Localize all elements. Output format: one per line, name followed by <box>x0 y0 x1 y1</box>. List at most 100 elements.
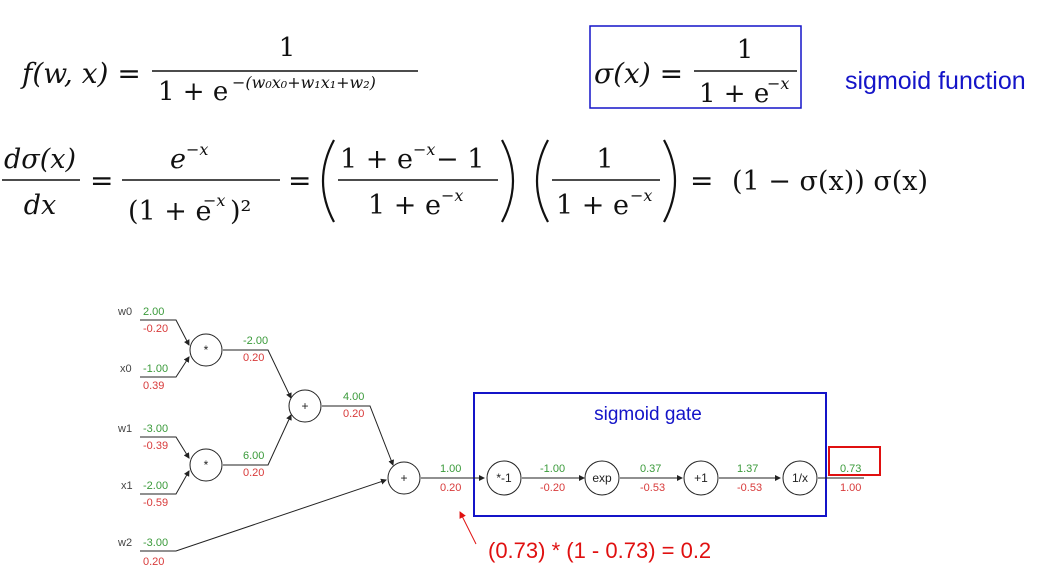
input-w1-value: -3.00 <box>143 423 168 435</box>
input-x0-name: x0 <box>120 363 132 375</box>
equation-f: f(w, x) = 1 1 + e −(w₀x₀+w₁x₁+w₂) <box>20 33 418 107</box>
input-x0-grad: 0.39 <box>143 380 164 392</box>
term1-numerator: e <box>170 144 186 175</box>
node-inv-circle <box>782 460 818 496</box>
term1-denominator-exponent: −x <box>203 191 225 210</box>
edge-add2-value: 1.00 <box>440 463 461 475</box>
sigma-numerator: 1 <box>737 35 754 65</box>
term2-numerator-exponent: −x <box>413 140 435 159</box>
node-inv: 1/x <box>782 460 818 496</box>
wire-x1 <box>140 470 190 495</box>
edge-plus1-grad: -0.53 <box>737 482 762 494</box>
term2-numerator-a: 1 + e <box>340 144 413 175</box>
node-add2-label: + <box>400 471 407 485</box>
sigmoid-function-label: sigmoid function <box>845 67 1026 95</box>
term3-denominator-exponent: −x <box>630 186 652 205</box>
input-w2-name: w2 <box>117 537 132 549</box>
equation-derivative: dσ(x) dx = e −x (1 + e −x )² = 1 + e −x … <box>2 139 928 227</box>
edge-mul1-grad: 0.20 <box>243 352 264 364</box>
sigmoid-gate-label: sigmoid gate <box>594 404 702 425</box>
sigma-highlight-box <box>589 25 802 109</box>
derivative-equals-1: = <box>90 164 113 197</box>
f-lhs: f(w, x) = <box>20 57 141 90</box>
derivative-equals-2: = <box>288 164 311 197</box>
edge-mul1-value: -2.00 <box>243 335 268 347</box>
term3-denominator: 1 + e <box>556 190 629 221</box>
graph-edge-labels: -2.00 0.20 6.00 0.20 4.00 0.20 1.00 0.20… <box>243 335 861 494</box>
edge-neg-value: -1.00 <box>540 463 565 475</box>
wire-w0 <box>140 319 190 346</box>
computational-graph: sigmoid gate <box>117 306 881 568</box>
term1-denominator: (1 + e <box>128 196 211 227</box>
node-add2-circle <box>387 461 421 495</box>
graph-nodes: * * + + *-1 exp <box>189 333 818 496</box>
term2-left-paren <box>321 139 335 223</box>
output-highlight-box <box>828 446 881 476</box>
edge-neg-grad: -0.20 <box>540 482 565 494</box>
edge-exp-value: 0.37 <box>640 463 661 475</box>
node-mul1: * <box>189 333 223 367</box>
node-plus1: +1 <box>683 460 719 496</box>
node-mul1-label: * <box>204 343 209 357</box>
edge-add2-grad: 0.20 <box>440 482 461 494</box>
input-x1-grad: -0.59 <box>143 497 168 509</box>
annotation-text: (0.73) * (1 - 0.73) = 0.2 <box>488 538 711 563</box>
edge-add1-value: 4.00 <box>343 391 364 403</box>
graph-wires <box>140 319 864 552</box>
node-add2: + <box>387 461 421 495</box>
node-exp-circle <box>584 460 620 496</box>
edge-exp-grad: -0.53 <box>640 482 665 494</box>
sigma-denominator-exponent: −x <box>767 74 789 93</box>
f-denominator-exponent: −(w₀x₀+w₁x₁+w₂) <box>232 73 376 92</box>
term1-denominator-close: )² <box>230 196 251 227</box>
input-x1-value: -2.00 <box>143 480 168 492</box>
derivative-lhs-numerator: dσ(x) <box>4 144 76 175</box>
node-neg-label: *-1 <box>496 471 512 485</box>
term2-numerator-b: − 1 <box>436 144 484 175</box>
edge-add1-grad: 0.20 <box>343 408 364 420</box>
node-plus1-label: +1 <box>694 471 708 485</box>
input-w2-value: -3.00 <box>143 537 168 549</box>
f-denominator-base: 1 + e <box>158 77 228 107</box>
input-w0-value: 2.00 <box>143 306 164 318</box>
term3-numerator: 1 <box>596 144 613 175</box>
node-exp-label: exp <box>592 471 612 485</box>
equation-sigma: σ(x) = 1 1 + e −x sigmoid function <box>589 25 1026 109</box>
term2-denominator: 1 + e <box>368 190 441 221</box>
edge-mul2-grad: 0.20 <box>243 467 264 479</box>
edge-output-value: 0.73 <box>840 463 861 475</box>
node-neg: *-1 <box>486 460 522 496</box>
sigma-lhs: σ(x) = <box>594 57 683 90</box>
node-mul2-circle <box>189 448 223 482</box>
wire-x0 <box>140 356 190 378</box>
term3-right-paren <box>663 139 677 223</box>
node-add1: + <box>288 389 322 423</box>
node-plus1-circle <box>683 460 719 496</box>
derivative-result: (1 − σ(x)) σ(x) <box>732 166 928 197</box>
wire-mul2-out <box>223 414 292 466</box>
sigma-denominator-base: 1 + e <box>699 79 769 109</box>
term2-denominator-exponent: −x <box>441 186 463 205</box>
input-w1-name: w1 <box>117 423 132 435</box>
wire-w1 <box>140 436 190 459</box>
node-mul2: * <box>189 448 223 482</box>
node-mul1-circle <box>189 333 223 367</box>
annotation-arrow <box>459 511 477 545</box>
input-w2-grad: 0.20 <box>143 556 164 568</box>
term3-left-paren <box>535 139 549 223</box>
term2-right-paren <box>501 139 515 223</box>
wire-w2 <box>140 478 387 552</box>
input-w0-grad: -0.20 <box>143 323 168 335</box>
wire-add1-out <box>322 405 394 466</box>
derivative-equals-3: = <box>690 164 713 197</box>
edge-plus1-value: 1.37 <box>737 463 758 475</box>
input-w0-name: w0 <box>117 306 132 318</box>
node-add1-circle <box>288 389 322 423</box>
node-inv-label: 1/x <box>792 471 808 485</box>
input-w1-grad: -0.39 <box>143 440 168 452</box>
node-neg-circle <box>486 460 522 496</box>
input-x0-value: -1.00 <box>143 363 168 375</box>
edge-mul2-value: 6.00 <box>243 450 264 462</box>
node-mul2-label: * <box>204 458 209 472</box>
